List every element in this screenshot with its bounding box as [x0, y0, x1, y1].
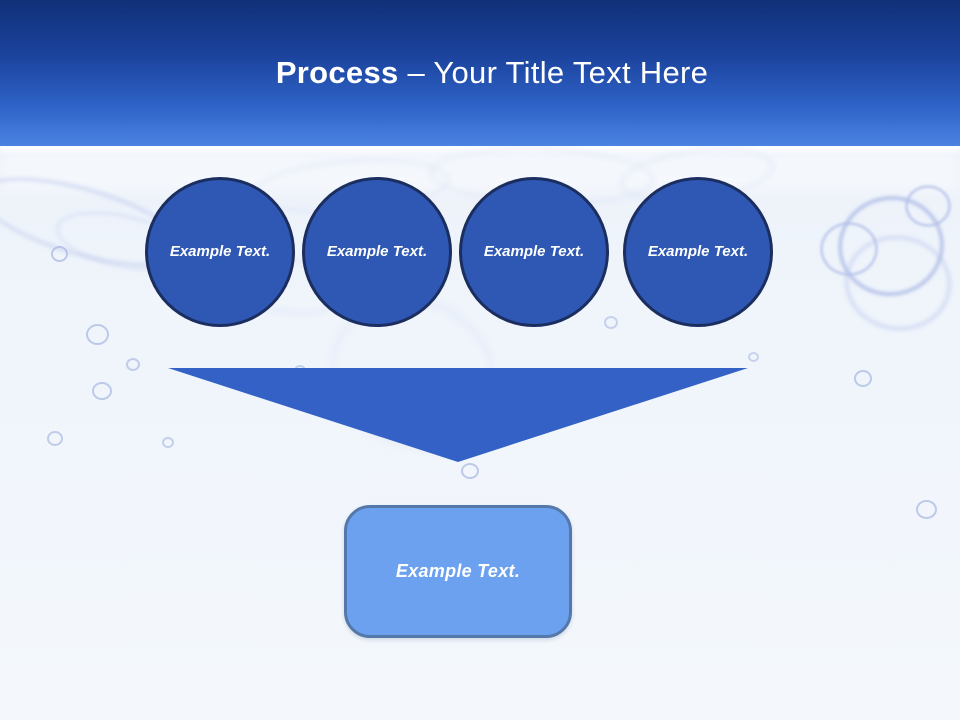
bubble-decoration	[51, 246, 68, 262]
down-arrow-polygon	[168, 368, 748, 462]
title-banner: Process – Your Title Text Here	[0, 0, 960, 146]
process-step-circle-3: Example Text.	[459, 177, 609, 327]
water-splash-decoration	[820, 222, 878, 276]
title-text: – Your Title Text Here	[398, 55, 709, 90]
process-step-circle-1: Example Text.	[145, 177, 295, 327]
process-step-label: Example Text.	[647, 242, 749, 260]
bubble-decoration	[86, 324, 109, 345]
slide-title: Process – Your Title Text Here	[276, 55, 708, 91]
water-surface-glow	[0, 150, 960, 192]
water-splash-decoration	[830, 187, 952, 305]
water-surface-highlight	[0, 143, 960, 152]
water-splash-decoration	[838, 229, 958, 337]
process-step-label: Example Text.	[483, 242, 585, 260]
process-step-circle-4: Example Text.	[623, 177, 773, 327]
process-step-label: Example Text.	[169, 242, 271, 260]
bubble-decoration	[916, 500, 937, 519]
bubble-decoration	[854, 370, 872, 387]
bubble-decoration	[126, 358, 140, 371]
down-arrow-shape	[168, 368, 748, 462]
result-label: Example Text.	[395, 561, 521, 581]
title-emphasis: Process	[275, 55, 399, 90]
process-step-circle-2: Example Text.	[302, 177, 452, 327]
bubble-decoration	[604, 316, 618, 329]
result-box: Example Text.	[344, 505, 572, 638]
process-step-label: Example Text.	[326, 242, 428, 260]
bubble-decoration	[92, 382, 112, 400]
bubble-decoration	[47, 431, 63, 446]
